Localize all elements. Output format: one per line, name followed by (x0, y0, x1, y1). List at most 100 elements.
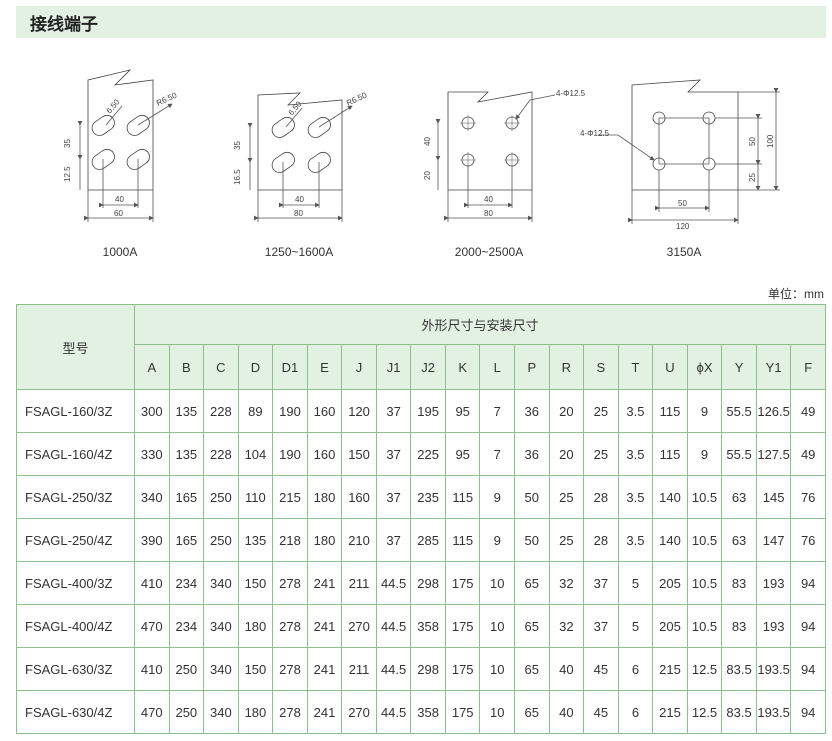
table-cell: 195 (410, 389, 446, 433)
table-cell: 241 (306, 561, 343, 605)
table-cell: 205 (652, 604, 688, 648)
dim-1250a-r2: R6.50 (345, 90, 369, 107)
dim-2000a-v1: 40 (423, 137, 432, 146)
table-cell: 115 (444, 518, 481, 562)
table-cell: 211 (341, 647, 377, 691)
dim-3150a-hole: 4-Φ12.5 (580, 129, 610, 138)
column-header: L (479, 344, 516, 390)
table-cell: 45 (583, 690, 619, 734)
table-cell: 3.5 (617, 518, 654, 562)
table-cell: 83 (721, 561, 757, 605)
table-cell: 32 (548, 604, 585, 648)
table-cell: 50 (514, 518, 550, 562)
table-cell: 10.5 (686, 518, 723, 562)
table-cell: 300 (134, 389, 170, 433)
model-cell: FSAGL-250/3Z (16, 475, 135, 519)
caption-2000-2500a: 2000~2500A (455, 245, 523, 259)
table-cell: 470 (134, 604, 170, 648)
table-cell: 135 (168, 432, 205, 476)
caption-1000a: 1000A (103, 245, 138, 259)
table-cell: 140 (652, 518, 688, 562)
table-cell: 180 (306, 518, 343, 562)
table-cell: 65 (514, 690, 550, 734)
table-cell: 150 (237, 647, 274, 691)
table-cell: 126.5 (755, 389, 792, 433)
table-cell: 65 (514, 647, 550, 691)
table-cell: 110 (237, 475, 274, 519)
table-cell: 228 (203, 389, 239, 433)
terminal-diagram-2000-2500a (435, 91, 556, 222)
table-cell: 190 (272, 432, 308, 476)
table-cell: 193.5 (755, 690, 792, 734)
table-cell: 285 (410, 518, 446, 562)
terminal-diagrams: 6.50 R6.50 35 12.5 40 60 6.50 (0, 40, 832, 270)
column-header: Y1 (755, 344, 792, 390)
dim-3150a-v2: 25 (748, 173, 757, 182)
column-header: P (514, 344, 550, 390)
table-cell: 215 (652, 647, 688, 691)
table-cell: 160 (306, 432, 343, 476)
dim-2000a-v2: 20 (423, 171, 432, 180)
table-cell: 298 (410, 647, 446, 691)
table-cell: 25 (583, 389, 619, 433)
table-cell: 37 (583, 561, 619, 605)
table-cell: 65 (514, 604, 550, 648)
dim-1000a-r1: 6.50 (105, 97, 122, 115)
table-cell: 127.5 (755, 432, 792, 476)
table-cell: 340 (134, 475, 170, 519)
dim-3150a-w1: 50 (678, 199, 687, 208)
model-cell: FSAGL-250/4Z (16, 518, 135, 562)
table-cell: 390 (134, 518, 170, 562)
table-cell: 150 (237, 561, 274, 605)
table-cell: 340 (203, 647, 239, 691)
caption-3150a: 3150A (667, 245, 702, 259)
table-cell: 95 (444, 432, 481, 476)
table-cell: 175 (444, 690, 481, 734)
table-cell: 7 (479, 432, 516, 476)
table-cell: 115 (444, 475, 481, 519)
column-header: F (790, 344, 826, 390)
table-cell: 10 (479, 561, 516, 605)
table-cell: 10 (479, 604, 516, 648)
table-cell: 180 (306, 475, 343, 519)
table-cell: 470 (134, 690, 170, 734)
table-cell: 270 (341, 690, 377, 734)
table-cell: 358 (410, 690, 446, 734)
column-header: D1 (272, 344, 308, 390)
caption-1250-1600a: 1250~1600A (265, 245, 333, 259)
table-cell: 278 (272, 561, 308, 605)
table-cell: 9 (686, 389, 723, 433)
table-cell: 40 (548, 647, 585, 691)
table-cell: 234 (168, 604, 205, 648)
table-cell: 76 (790, 518, 826, 562)
table-cell: 49 (790, 389, 826, 433)
table-cell: 190 (272, 389, 308, 433)
table-cell: 193.5 (755, 647, 792, 691)
table-cell: 241 (306, 647, 343, 691)
model-cell: FSAGL-160/4Z (16, 432, 135, 476)
table-cell: 65 (514, 561, 550, 605)
table-cell: 44.5 (375, 690, 412, 734)
table-cell: 340 (203, 690, 239, 734)
table-cell: 9 (686, 432, 723, 476)
terminal-diagram-3150a (598, 79, 780, 224)
dim-3150a-w2: 120 (676, 222, 690, 231)
table-cell: 205 (652, 561, 688, 605)
group-header: 外形尺寸与安装尺寸 (134, 304, 826, 345)
table-cell: 10 (479, 690, 516, 734)
table-cell: 278 (272, 647, 308, 691)
column-header: R (548, 344, 585, 390)
table-cell: 3.5 (617, 432, 654, 476)
table-cell: 55.5 (721, 389, 757, 433)
table-cell: 115 (652, 389, 688, 433)
table-cell: 180 (237, 604, 274, 648)
table-cell: 32 (548, 561, 585, 605)
table-cell: 175 (444, 647, 481, 691)
table-cell: 37 (375, 432, 412, 476)
column-header: E (306, 344, 343, 390)
column-header: D (237, 344, 274, 390)
table-cell: 63 (721, 475, 757, 519)
